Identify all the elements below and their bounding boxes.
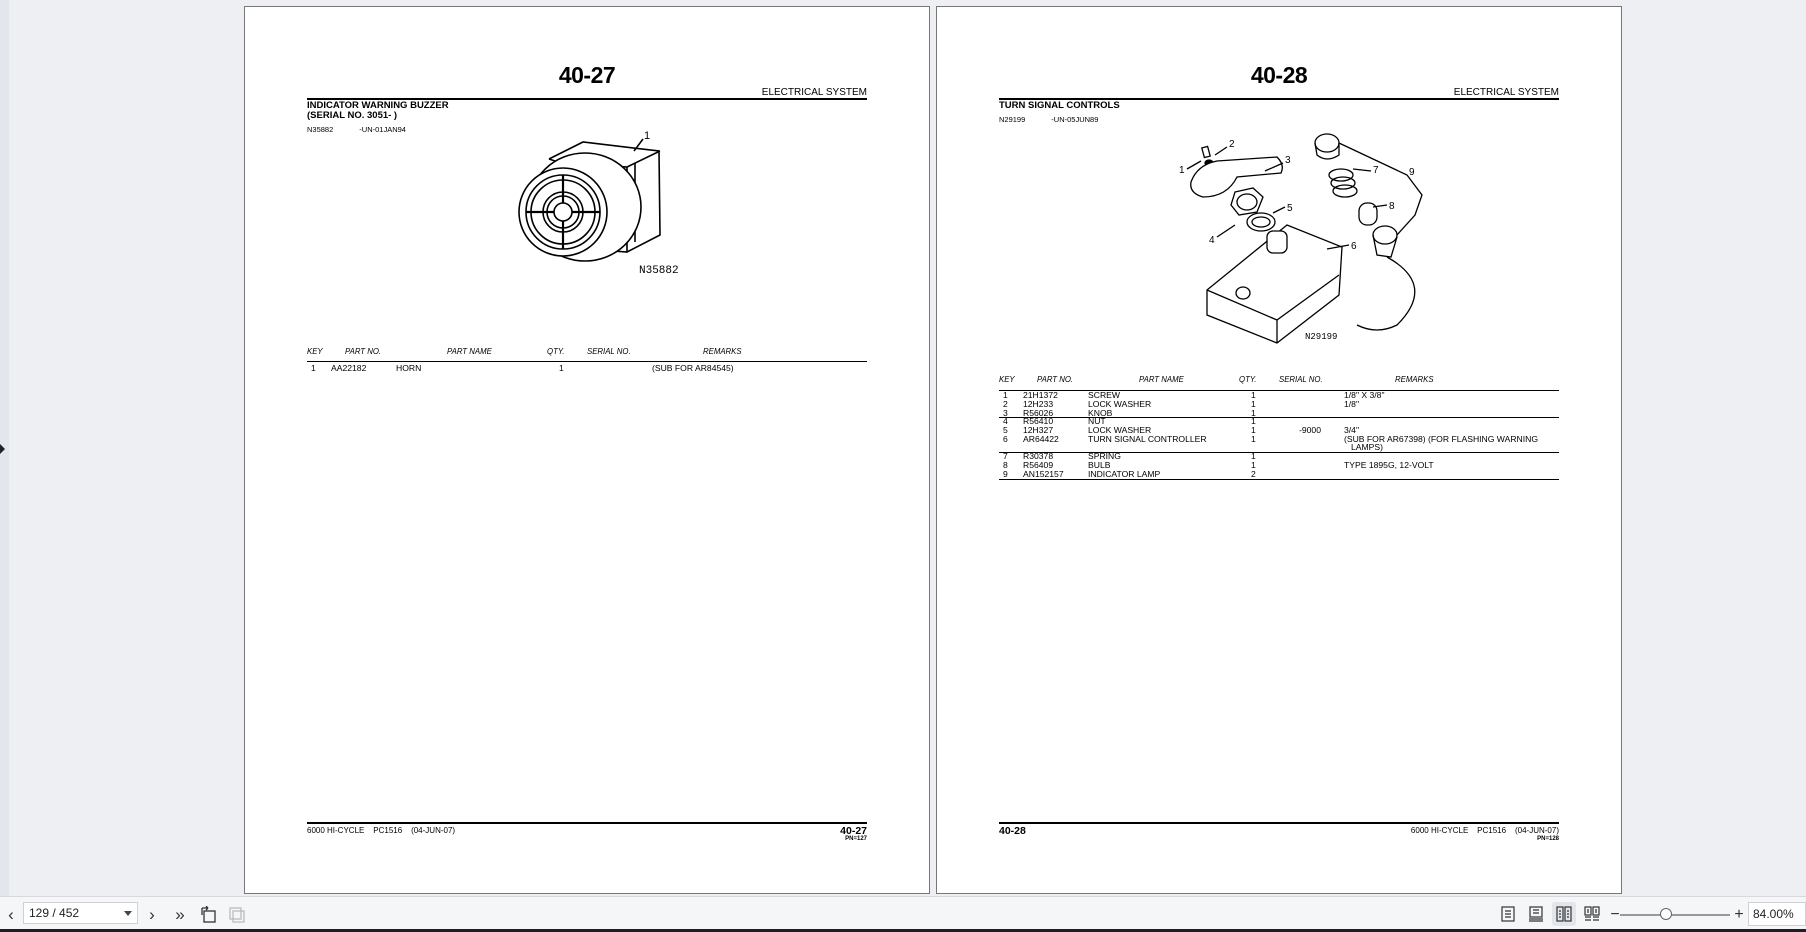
single-page-icon — [1501, 906, 1515, 922]
page-rotate-icon — [201, 906, 216, 923]
continuous-view-button[interactable] — [1524, 902, 1548, 926]
dropdown-caret-icon — [124, 911, 132, 916]
zoom-level-input[interactable]: 84.00% — [1748, 902, 1806, 926]
figure-reference: N35882-UN-01JAN94 — [307, 125, 406, 134]
page-number-heading: 40-28 — [1250, 62, 1308, 88]
svg-text:7: 7 — [1373, 165, 1379, 176]
table-row: 1 21H1372 SCREW 1 1/8" X 3/8" — [1003, 390, 1385, 400]
table-row: 1 AA22182 HORN 1 (SUB FOR AR84545) — [311, 363, 734, 373]
double-chevron-right-icon: » — [175, 905, 185, 924]
two-page-continuous-view-button[interactable] — [1580, 902, 1604, 926]
page-number-select[interactable]: 129 / 452 — [23, 902, 138, 924]
figure-label: N35882 — [639, 265, 679, 277]
previous-view-button[interactable] — [226, 904, 248, 926]
page-40-28: 40-28 ELECTRICAL SYSTEM TURN SIGNAL CONT… — [936, 6, 1622, 894]
plus-icon: + — [1734, 906, 1744, 923]
svg-text:5: 5 — [1287, 203, 1293, 214]
svg-text:4: 4 — [1209, 235, 1215, 246]
single-page-view-button[interactable] — [1496, 902, 1520, 926]
footer-pn: PN=128 — [1537, 836, 1559, 842]
document-viewport[interactable]: 40-27 ELECTRICAL SYSTEM INDICATOR WARNIN… — [0, 0, 1806, 896]
figure-reference: N29199-UN-05JUN89 — [999, 115, 1099, 124]
table-row: 2 12H233 LOCK WASHER 1 1/8" — [1003, 399, 1359, 409]
two-page-icon — [1556, 906, 1572, 922]
page-number-heading: 40-27 — [558, 62, 616, 88]
assembly-title: TURN SIGNAL CONTROLS — [999, 100, 1120, 111]
rotate-page-button[interactable] — [198, 904, 220, 926]
continuous-page-icon — [1529, 906, 1543, 922]
zoom-slider-thumb[interactable] — [1660, 908, 1672, 920]
bottom-toolbar: ‹ 129 / 452 › » − + 84.00% — [0, 896, 1806, 932]
table-row: 9 AN152157 INDICATOR LAMP 2 — [1003, 469, 1256, 479]
assembly-title: INDICATOR WARNING BUZZER (SERIAL NO. 305… — [307, 100, 449, 121]
svg-text:2: 2 — [1229, 139, 1235, 150]
table-rule — [307, 361, 867, 362]
table-row-continuation: LAMPS) — [1351, 442, 1383, 452]
minus-icon: − — [1610, 906, 1620, 923]
header-rule — [999, 98, 1559, 100]
next-page-button[interactable]: › — [141, 904, 163, 926]
zoom-out-button[interactable]: − — [1604, 904, 1626, 926]
footer-page-number: 40-28 — [999, 825, 1026, 837]
footer-info: 6000 HI-CYCLE PC1516 (04-JUN-07) — [1410, 826, 1559, 835]
table-row: 4 R56410 NUT 1 — [1003, 416, 1256, 426]
two-page-view-button[interactable] — [1552, 902, 1576, 926]
page-40-27: 40-27 ELECTRICAL SYSTEM INDICATOR WARNIN… — [244, 6, 930, 894]
footer-rule — [307, 822, 867, 824]
footer-rule — [999, 822, 1559, 824]
svg-text:3: 3 — [1285, 155, 1291, 166]
svg-text:6: 6 — [1351, 241, 1357, 252]
table-row: 3 R56026 KNOB 1 — [1003, 408, 1256, 418]
svg-text:9: 9 — [1409, 167, 1415, 178]
zoom-slider-track[interactable] — [1620, 914, 1730, 916]
figure-label: N29199 — [1305, 332, 1337, 342]
table-row: 7 R30378 SPRING 1 — [1003, 451, 1256, 461]
chevron-left-icon: ‹ — [8, 905, 14, 924]
footer-info: 6000 HI-CYCLE PC1516 (04-JUN-07) — [307, 826, 456, 835]
footer-page-number: 40-27 PN=127 — [840, 825, 867, 842]
chevron-right-icon: › — [149, 905, 155, 924]
table-row: 8 R56409 BULB 1 TYPE 1895G, 12-VOLT — [1003, 460, 1434, 470]
table-row: 5 12H327 LOCK WASHER 1 -9000 3/4" — [1003, 425, 1359, 435]
last-page-button[interactable]: » — [169, 904, 191, 926]
svg-text:8: 8 — [1389, 201, 1395, 212]
table-row: 6 AR64422 TURN SIGNAL CONTROLLER 1 (SUB … — [1003, 434, 1539, 444]
header-rule — [307, 98, 867, 100]
turn-signal-controls-illustration: 1 2 3 4 5 6 7 8 9 N29199 — [1179, 133, 1423, 344]
svg-text:1: 1 — [1179, 165, 1185, 176]
page-back-icon — [229, 907, 245, 923]
window-bottom-edge — [0, 929, 1806, 932]
expand-sidebar-arrow-icon[interactable] — [0, 444, 5, 454]
previous-page-button[interactable]: ‹ — [0, 904, 22, 926]
zoom-in-button[interactable]: + — [1728, 904, 1750, 926]
section-label: ELECTRICAL SYSTEM — [1453, 87, 1559, 98]
svg-text:1: 1 — [644, 130, 650, 142]
sidebar-toggle-strip[interactable] — [0, 0, 9, 896]
two-page-continuous-icon — [1584, 906, 1600, 921]
buzzer-illustration: 1 N35882 — [518, 130, 679, 277]
section-label: ELECTRICAL SYSTEM — [761, 87, 867, 98]
